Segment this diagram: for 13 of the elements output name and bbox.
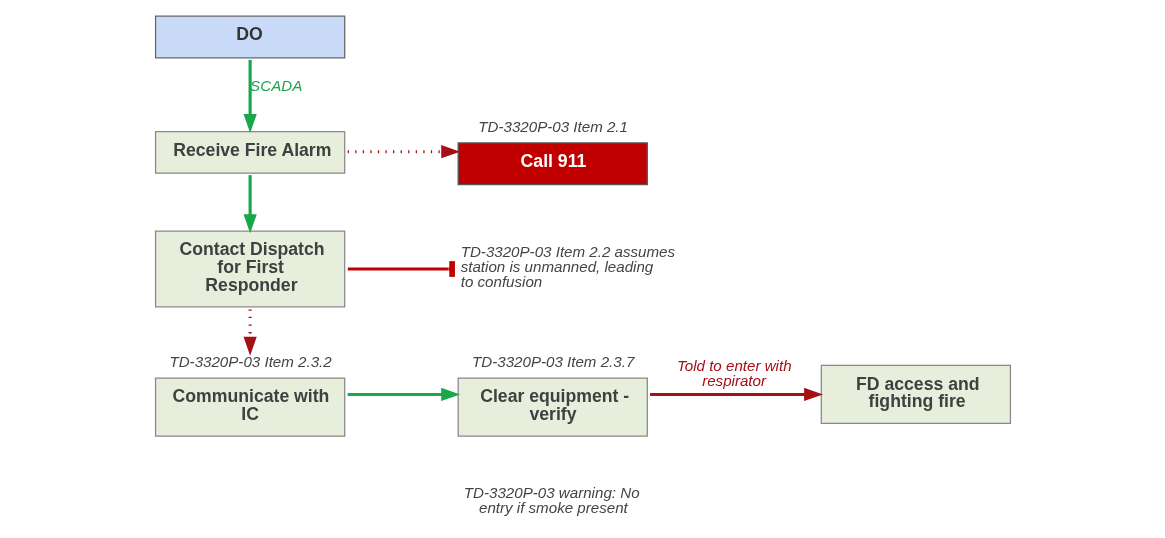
- connector: [347, 261, 455, 277]
- edge-label: Told to enter with respirator: [676, 357, 792, 390]
- arrow: [347, 145, 460, 159]
- arrow: [243, 309, 257, 356]
- arrow: [347, 387, 460, 402]
- arrow: [243, 175, 257, 234]
- node-label: TD-3320P-03 Item 2.1: [477, 118, 628, 136]
- node-label: TD-3320P-03 Item 2.3.2: [168, 353, 332, 371]
- node-text: TD-3320P-03 Item 2.2 assumes station is unmanned, leading to confusion: [460, 243, 675, 291]
- node-label: TD-3320P-03 Item 2.3.7: [471, 353, 634, 371]
- arrow: [243, 59, 257, 133]
- arrow: [649, 387, 823, 402]
- label: TD-3320P-03 warning: No entry if smoke present: [463, 483, 640, 517]
